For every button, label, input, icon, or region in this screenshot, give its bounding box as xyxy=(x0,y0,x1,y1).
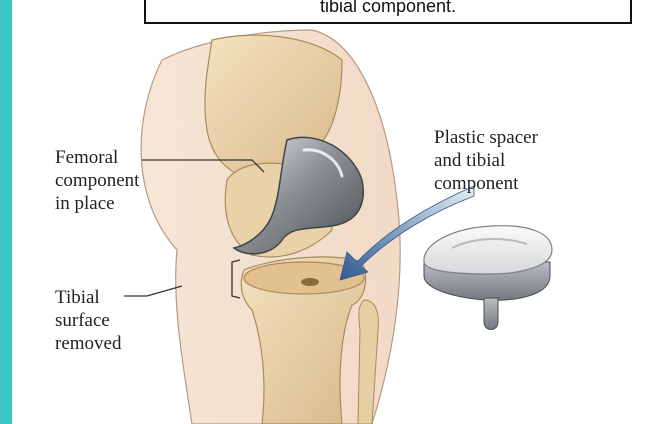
femoral-label-line-2: component xyxy=(55,169,139,192)
caption-text: tibial component. xyxy=(146,0,630,17)
tibial-label-line-1: Tibial xyxy=(55,286,121,309)
femoral-label-line-3: in place xyxy=(55,192,139,215)
tibial-canal xyxy=(301,278,319,286)
spacer-label-line-3: component xyxy=(434,172,538,195)
illustration-panel: Femoral component in place Tibial surfac… xyxy=(12,0,654,424)
tibial-leader xyxy=(124,286,182,296)
caption-box: tibial component. xyxy=(144,0,632,24)
tibial-stem xyxy=(484,298,498,330)
plastic-spacer xyxy=(424,226,552,274)
spacer-label-line-2: and tibial xyxy=(434,149,538,172)
plastic-spacer-label: Plastic spacer and tibial component xyxy=(434,126,538,195)
femoral-label-line-1: Femoral xyxy=(55,146,139,169)
spacer-label-line-1: Plastic spacer xyxy=(434,126,538,149)
femoral-component-label: Femoral component in place xyxy=(55,146,139,215)
tibial-label-line-2: surface xyxy=(55,309,121,332)
tibial-surface-label: Tibial surface removed xyxy=(55,286,121,355)
tibial-label-line-3: removed xyxy=(55,332,121,355)
